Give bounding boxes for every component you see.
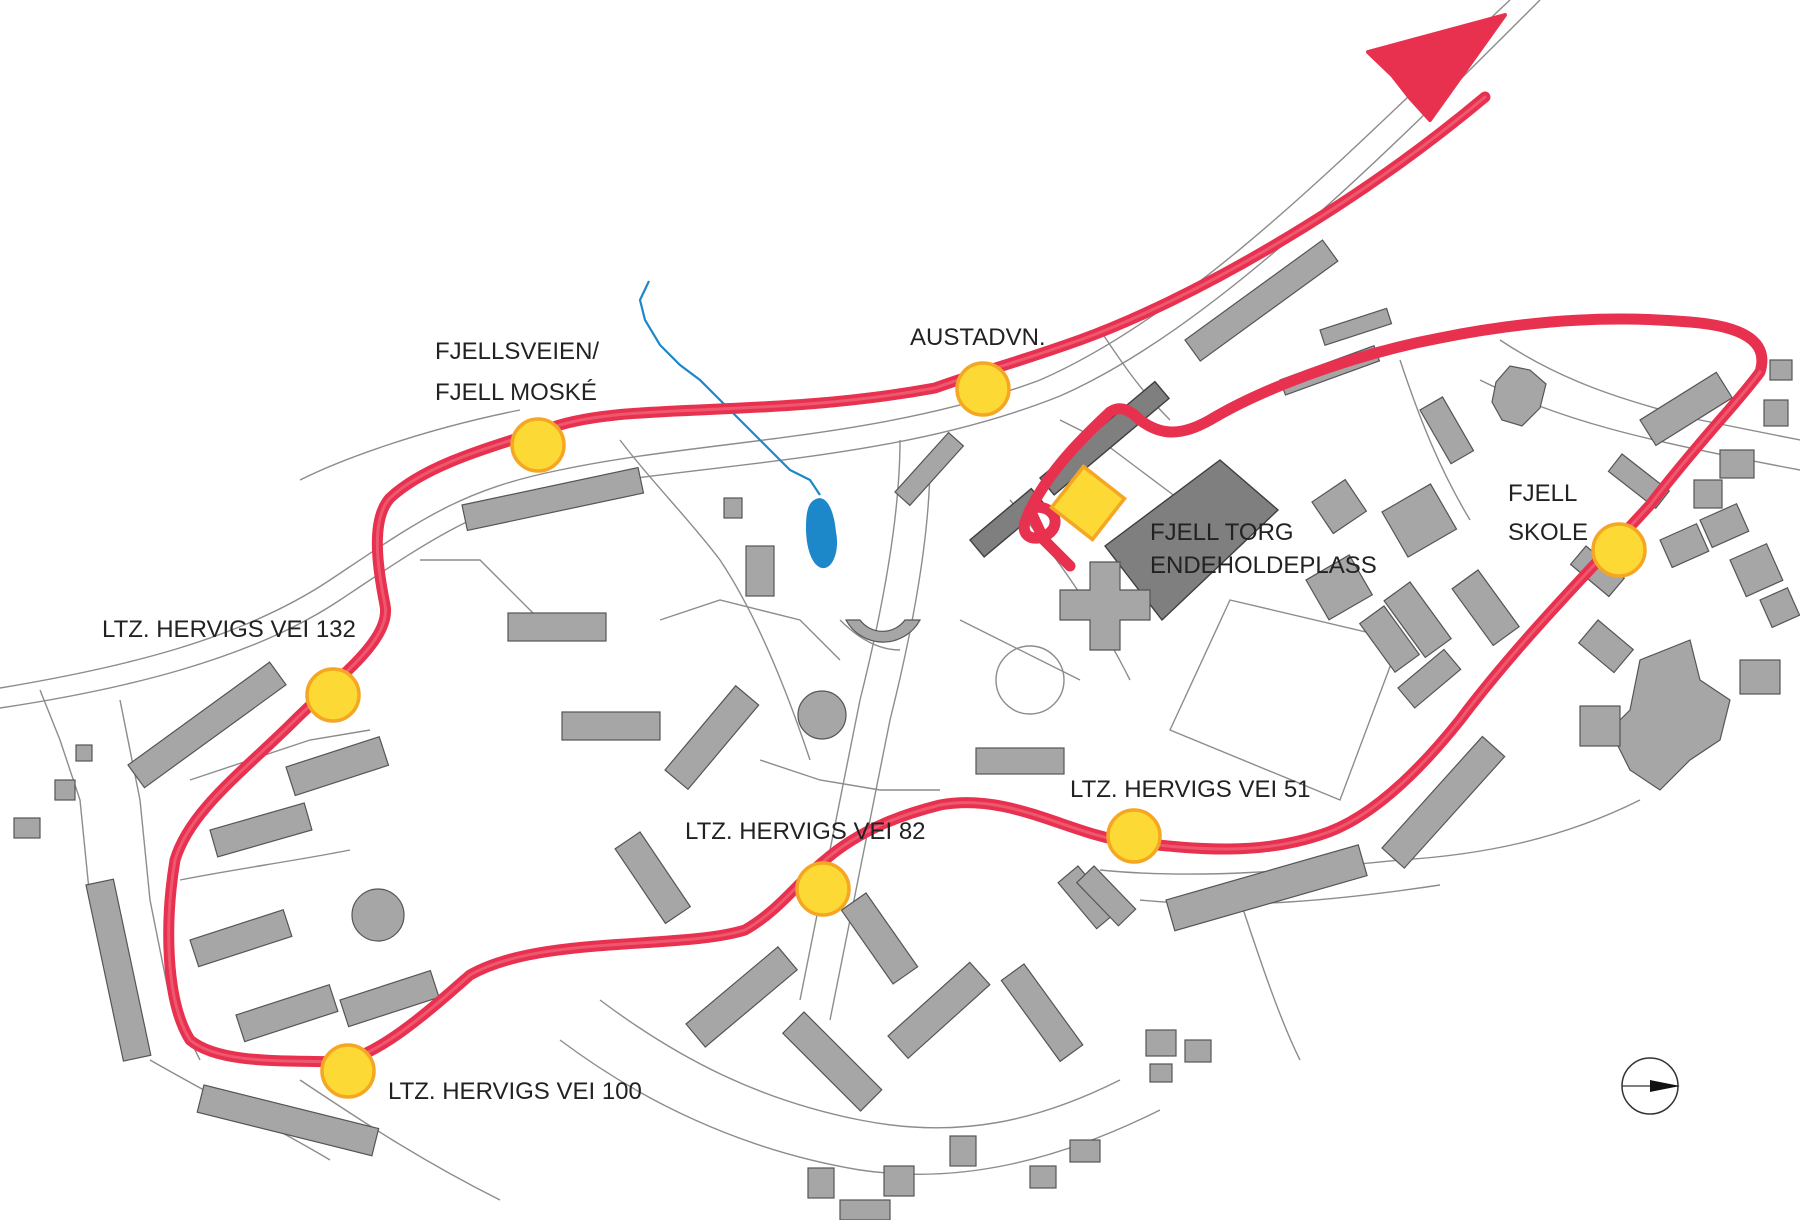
- stream: [638, 280, 838, 569]
- bus-stops: [305, 361, 1647, 1099]
- label-fjellsveien-2: FJELL MOSKÉ: [435, 379, 597, 406]
- stop-hervigs-100: [320, 1043, 376, 1099]
- square-stop-icon: [1049, 464, 1127, 542]
- label-terminal-1: FJELL TORG: [1150, 519, 1294, 546]
- north-arrow-icon: [1621, 1057, 1680, 1115]
- stop-hervigs-51: [1106, 808, 1162, 864]
- label-fjell-skole-1: FJELL: [1508, 480, 1577, 507]
- stop-hervigs-82: [795, 861, 851, 917]
- label-fjellsveien-1: FJELLSVEIEN/: [435, 338, 599, 365]
- arrow-northeast-icon: [1366, 13, 1507, 122]
- stop-labels: AUSTADVN. FJELLSVEIEN/ FJELL MOSKÉ LTZ. …: [102, 324, 1588, 1105]
- label-fjell-skole-2: SKOLE: [1508, 519, 1588, 546]
- label-austadvn: AUSTADVN.: [910, 324, 1046, 351]
- label-hervigs-51: LTZ. HERVIGS VEI 51: [1070, 776, 1311, 803]
- stop-austadvn: [955, 361, 1011, 417]
- stop-fjellsveien: [510, 417, 566, 473]
- pond: [806, 498, 838, 569]
- label-hervigs-132: LTZ. HERVIGS VEI 132: [102, 616, 356, 643]
- label-terminal-2: ENDEHOLDEPLASS: [1150, 552, 1377, 579]
- stop-fjell-skole: [1591, 522, 1647, 578]
- stop-hervigs-132: [305, 667, 361, 723]
- label-hervigs-100: LTZ. HERVIGS VEI 100: [388, 1078, 642, 1105]
- label-hervigs-82: LTZ. HERVIGS VEI 82: [685, 818, 926, 845]
- buildings: [13, 239, 1800, 1220]
